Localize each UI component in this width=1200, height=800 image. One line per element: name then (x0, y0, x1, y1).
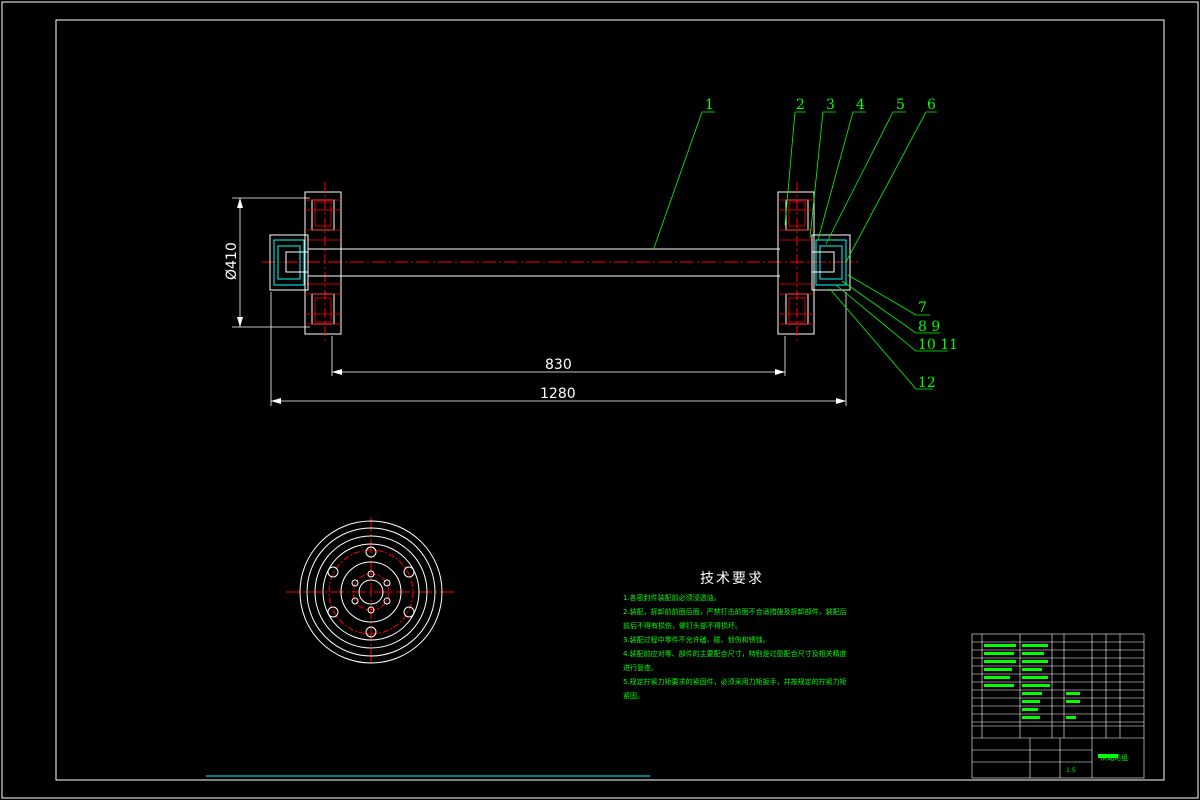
part-number-7: 7 (918, 300, 927, 316)
part-number-4: 4 (856, 97, 865, 113)
bom-table (972, 634, 1144, 738)
overall-length-dimension: 1280 (270, 292, 847, 406)
part-leaders (653, 111, 948, 390)
technical-requirements-title: 技术要求 (700, 571, 764, 587)
diameter-label: Ø410 (224, 242, 240, 280)
requirement-item: 2.装配，拆卸前前面后面，严禁打击前面不合适措施及拆卸部件，装配后前后不得有损伤… (623, 608, 847, 630)
inner-length-dimension: 830 (331, 336, 786, 376)
drawing-name: 从动轮组 (1100, 753, 1128, 762)
part-number-8-9: 8 9 (918, 319, 940, 335)
overall-length-label: 1280 (540, 386, 576, 402)
part-number-10-11: 10 11 (918, 337, 958, 353)
inner-length-label: 830 (545, 357, 572, 373)
part-number-3: 3 (826, 97, 835, 113)
left-bearing-housing (269, 234, 340, 291)
title-block (971, 633, 1145, 779)
part-number-2: 2 (796, 97, 805, 113)
axle-assembly-view: Ø410 830 1280 (224, 97, 958, 406)
technical-requirements-list: 1.各密封件装配前必须浸透油。 2.装配，拆卸前前面后面，严禁打击前面不合适措施… (623, 591, 848, 703)
part-numbers: 1 2 3 4 5 6 7 8 9 10 11 12 (705, 97, 958, 391)
part-number-12: 12 (918, 375, 936, 391)
part-number-5: 5 (896, 97, 905, 113)
right-wheel (777, 182, 815, 344)
part-number-6: 6 (927, 97, 936, 113)
requirement-item: 1.各密封件装配前必须浸透油。 (623, 594, 721, 602)
drawing-scale: 1:5 (1066, 767, 1076, 774)
left-wheel (304, 182, 342, 344)
requirement-item: 4.装配前应对零、部件的主要配合尺寸，特别是过盈配合尺寸及相关精度进行复查。 (623, 650, 847, 672)
requirement-item: 3.装配过程中零件不允许磕、碰、划伤和锈蚀。 (623, 636, 770, 644)
inner-border (55, 19, 1165, 781)
wheel-end-view (286, 517, 456, 666)
title-block-fill (984, 644, 1118, 758)
part-number-1: 1 (705, 97, 714, 113)
requirement-item: 5.规定拧紧力矩要求的紧固件，必须采用力矩扳手，并按规定的拧紧力矩紧固。 (623, 678, 847, 700)
